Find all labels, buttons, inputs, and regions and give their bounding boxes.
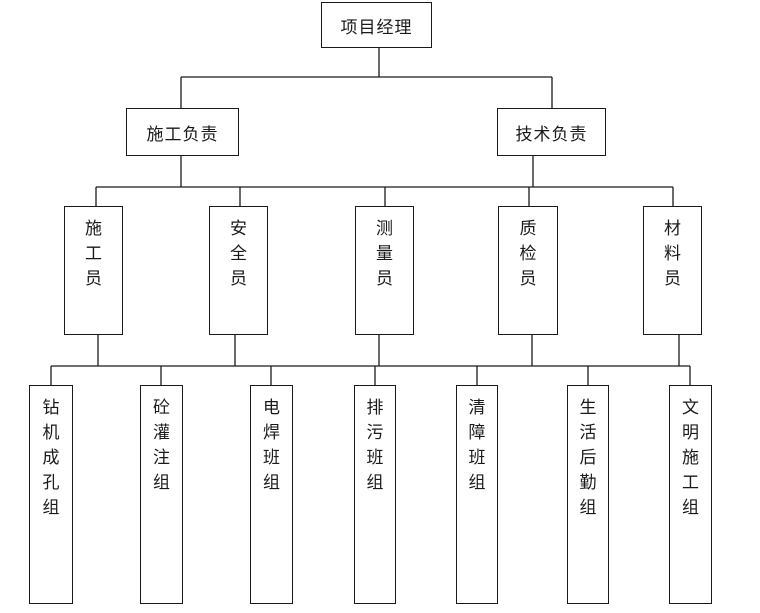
node-project-manager: 项目经理 [321, 2, 432, 48]
node-label: 排污班组 [366, 398, 384, 493]
node-label: 砼灌注组 [153, 398, 170, 493]
node-label: 施工负责 [146, 124, 219, 145]
node-civilized-construction-team: 文明施工组 [669, 385, 712, 604]
node-label: 清障班组 [468, 398, 486, 493]
node-constructor: 施工员 [64, 206, 123, 335]
node-drainage-team: 排污班组 [354, 385, 396, 604]
node-welding-team: 电焊班组 [250, 385, 293, 604]
node-concrete-pouring-team: 砼灌注组 [140, 385, 183, 604]
node-label: 钻机成孔组 [42, 398, 60, 518]
node-technical-lead: 技术负责 [497, 108, 606, 156]
node-surveyor: 测量员 [355, 206, 414, 335]
node-label: 测量员 [376, 219, 393, 289]
node-construction-lead: 施工负责 [126, 108, 239, 156]
node-label: 材料员 [664, 219, 681, 289]
node-materials-officer: 材料员 [643, 206, 702, 335]
node-label: 生活后勤组 [579, 398, 597, 518]
node-label: 技术负责 [515, 124, 588, 145]
node-obstacle-clearing-team: 清障班组 [456, 385, 498, 604]
node-quality-inspector: 质检员 [498, 206, 558, 335]
node-label: 安全员 [230, 219, 247, 289]
node-label: 电焊班组 [263, 398, 280, 493]
node-safety-officer: 安全员 [209, 206, 268, 335]
node-drilling-team: 钻机成孔组 [29, 385, 73, 604]
node-label: 质检员 [519, 219, 537, 289]
node-logistics-team: 生活后勤组 [567, 385, 609, 604]
node-label: 施工员 [85, 219, 102, 289]
node-label: 文明施工组 [682, 398, 699, 518]
node-label: 项目经理 [340, 17, 413, 38]
